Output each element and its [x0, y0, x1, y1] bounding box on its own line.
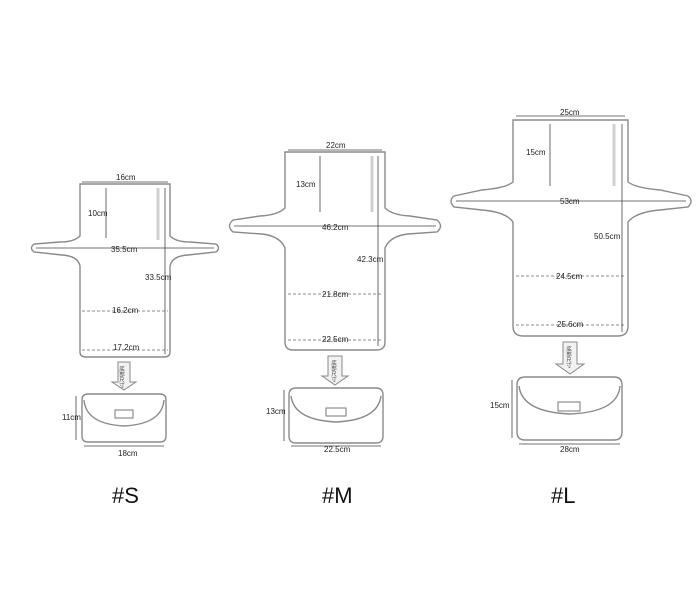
size-s-waist-label: 16.2cm [112, 306, 139, 315]
size-m-base-width-label: 22.5cm [324, 445, 351, 454]
size-s-title: #S [112, 483, 139, 508]
size-s-base-tag [114, 409, 134, 419]
size-l-body-outline [450, 119, 692, 337]
size-s-bottom-label: 17.2cm [113, 343, 140, 352]
size-m-top-width-label: 22cm [326, 141, 346, 150]
size-s-body-height-label: 33.5cm [145, 273, 172, 282]
size-l-group: 25cm 15cm 53cm 50.5cm 24.5cm 25.6cm 底部尺寸… [450, 108, 692, 508]
size-l-arm-span-label: 53cm [560, 197, 580, 206]
size-m-down-arrow-icon [320, 355, 350, 386]
size-l-base-height-label: 15cm [490, 401, 510, 410]
size-s-base-width-label: 18cm [118, 449, 138, 458]
size-s-down-arrow-icon [110, 361, 138, 391]
size-s-top-width-label: 16cm [116, 173, 136, 182]
size-l-down-arrow-icon [554, 341, 586, 375]
size-m-waist-label: 21.8cm [322, 290, 349, 299]
size-l-base-flap [518, 385, 621, 415]
size-l-waist-label: 24.5cm [556, 272, 583, 281]
size-m-title: #M [322, 483, 353, 508]
size-l-body-height-label: 50.5cm [594, 232, 621, 241]
size-l-arrow-text: 底部尺寸 [565, 345, 572, 369]
size-m-body-outline [228, 151, 442, 351]
size-m-group: 22cm 13cm 46.2cm 42.3cm 21.8cm 22.5cm 底部… [228, 141, 442, 508]
size-s-body-outline [30, 183, 220, 358]
size-m-base-height-label: 13cm [266, 407, 286, 416]
size-s-arm-span-label: 35.5cm [111, 245, 138, 254]
size-m-base-tag [325, 407, 347, 417]
size-s-neck-height-label: 10cm [88, 209, 108, 218]
size-m-neck-height-label: 13cm [296, 180, 316, 189]
size-m-body-height-label: 42.3cm [357, 255, 384, 264]
size-s-base-height-label: 11cm [62, 413, 81, 422]
size-m-arm-span-label: 46.2cm [322, 223, 349, 232]
size-l-base-width-label: 28cm [560, 445, 580, 454]
size-l-bottom-label: 25.6cm [557, 320, 584, 329]
size-l-title: #L [551, 483, 575, 508]
size-m-bottom-label: 22.5cm [322, 335, 349, 344]
size-l-base-tag [557, 401, 581, 412]
size-m-arrow-text: 底部尺寸 [330, 359, 337, 383]
size-s-group: 16cm 10cm 35.5cm 33.5cm 16.2cm 17.2cm 底部… [30, 173, 220, 508]
size-s-arrow-text: 底部尺寸 [118, 365, 125, 389]
size-l-top-width-label: 25cm [560, 108, 580, 117]
size-l-neck-height-label: 15cm [526, 148, 546, 157]
